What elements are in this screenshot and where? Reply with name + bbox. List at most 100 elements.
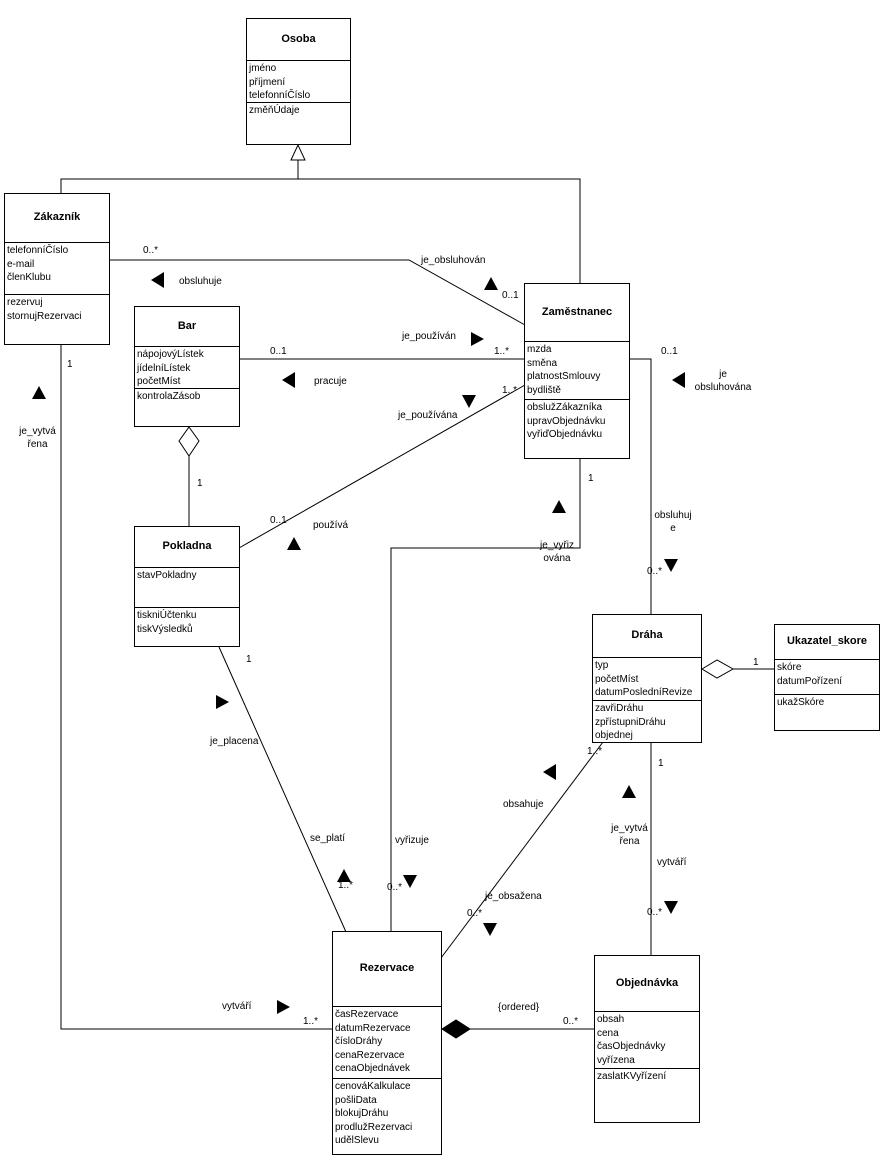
association-label-line: je_vytvá <box>19 426 56 437</box>
association-zakaznik-rezervace <box>60 345 333 1030</box>
class-name: Bar <box>177 319 197 332</box>
association-label: je_vytvá řena <box>10 425 65 451</box>
association-label: je_placena <box>210 736 259 747</box>
direction-arrow-down-vyrizuje <box>403 875 417 888</box>
operations: cenováKalkulace pošliData blokujDráhu pr… <box>333 1078 441 1150</box>
operation: kontrolaZásob <box>137 391 201 402</box>
association-pokladna-zamestnanec <box>238 384 526 549</box>
class-rezervace: Rezervace časRezervace datumRezervace čí… <box>332 931 442 1155</box>
class-zakaznik: Zákazník telefonníČíslo e-mail členKlubu… <box>4 193 110 345</box>
operations: rezervuj stornujRezervaci <box>5 294 109 325</box>
operation: zavřiDráhu <box>595 703 644 714</box>
direction-arrow-up-je-vytvarena-b <box>622 785 636 798</box>
association-label-line: je_vyřiz <box>540 540 574 551</box>
association-label: je obsluhována <box>688 368 758 394</box>
association-label: je_vytvá řena <box>602 822 657 848</box>
multiplicity: 1..* <box>338 880 354 891</box>
attribute: jídelníLístek <box>137 362 191 374</box>
class-draha: Dráha typ početMíst datumPosledníRevize … <box>592 614 702 743</box>
multiplicity: 0..1 <box>661 346 678 357</box>
class-name: Ukazatel_skore <box>786 635 868 648</box>
class-zamestnanec: Zaměstnanec mzda směna platnostSmlouvy b… <box>524 283 630 459</box>
attribute: nápojovýLístek <box>137 349 204 360</box>
multiplicity: 0..* <box>387 882 403 893</box>
operation: zaslatKVyřízení <box>597 1071 667 1082</box>
operation: ukažSkóre <box>777 697 825 708</box>
direction-arrow-up-se-plati <box>337 869 351 882</box>
direction-arrow-up-je-obsluhovan <box>484 277 498 290</box>
attribute: bydliště <box>527 384 561 396</box>
operation: zpřístupniDráhu <box>595 716 666 728</box>
operation: tiskVýsledků <box>137 623 193 635</box>
attribute: e-mail <box>7 258 35 270</box>
class-name: Dráha <box>631 629 663 642</box>
attribute: vyřízena <box>597 1054 635 1066</box>
association-label: obsluhuj e <box>648 509 698 535</box>
association-label: se_platí <box>310 833 346 844</box>
operations: zaslatKVyřízení <box>595 1068 699 1086</box>
operation: prodlužRezervaci <box>335 1121 413 1133</box>
association-label: je_používána <box>398 410 458 421</box>
generalization-zamestnanec-osoba <box>298 178 581 284</box>
operation: vyřiďObjednávku <box>527 429 603 440</box>
multiplicity: 1 <box>67 359 73 370</box>
attributes: nápojovýLístek jídelníLístek početMíst <box>135 346 239 388</box>
operation: udělSlevu <box>335 1135 379 1146</box>
association-label: je_vyřiz ována <box>532 539 582 565</box>
operations: změňÚdaje <box>247 102 350 120</box>
multiplicity: 1 <box>197 478 203 489</box>
association-label: je_používán <box>402 331 456 342</box>
attribute: skóre <box>777 662 802 673</box>
association-label: obsahuje <box>503 799 544 810</box>
attribute: členKlubu <box>7 272 51 283</box>
association-label: obsluhuje <box>179 276 222 287</box>
association-label: vyřizuje <box>395 835 429 846</box>
direction-arrow-right-vytvari-a <box>277 1000 290 1014</box>
association-label-line: je_vytvá <box>611 823 648 834</box>
generalization-zakaznik-osoba <box>60 160 299 193</box>
class-osoba: Osoba jméno příjmení telefonníČíslo změň… <box>246 18 351 145</box>
direction-arrow-down-je-obsazena <box>483 923 497 936</box>
operation: pošliData <box>335 1094 377 1106</box>
direction-arrow-left-je-obsluhovana <box>672 372 685 388</box>
multiplicity: 1 <box>753 657 759 668</box>
attribute: jméno <box>249 63 277 74</box>
class-name: Pokladna <box>162 540 212 553</box>
multiplicity: 0..* <box>647 566 663 577</box>
direction-arrow-right-je-placena <box>216 695 229 709</box>
association-draha-rezervace <box>440 741 604 959</box>
class-ukazatel-skore: Ukazatel_skore skóre datumPořízení ukažS… <box>774 624 880 731</box>
operation: stornujRezervaci <box>7 310 82 322</box>
attribute: příjmení <box>249 76 286 88</box>
attribute: stavPokladny <box>137 570 197 581</box>
multiplicity: 1 <box>658 758 664 769</box>
attribute: časObjednávky <box>597 1041 666 1052</box>
generalization-arrowhead <box>290 143 306 161</box>
direction-arrow-left-obsahuje <box>543 764 556 780</box>
attributes: obsah cena časObjednávky vyřízena <box>595 1011 699 1068</box>
multiplicity: 1..* <box>502 385 518 396</box>
direction-arrow-up-je-vyrizovana <box>552 500 566 513</box>
class-name: Objednávka <box>615 976 679 989</box>
attribute: početMíst <box>595 673 639 685</box>
multiplicity: 0..1 <box>270 515 287 526</box>
multiplicity: 1..* <box>303 1016 319 1027</box>
attribute: časRezervace <box>335 1009 399 1020</box>
attribute: datumRezervace <box>335 1022 411 1034</box>
multiplicity: 1..* <box>587 746 603 757</box>
multiplicity: 0..* <box>563 1016 579 1027</box>
composition-diamond-rezervace <box>441 1019 471 1039</box>
association-label: je_obsluhován <box>421 255 486 266</box>
multiplicity: 1 <box>588 473 594 484</box>
operations: kontrolaZásob <box>135 388 239 406</box>
multiplicity: 1 <box>246 654 252 665</box>
operations: zavřiDráhu zpřístupniDráhu objednej <box>593 700 701 745</box>
direction-arrow-down-vytvari-b <box>664 901 678 914</box>
operation: tiskniÚčtenku <box>137 610 197 621</box>
direction-arrow-up-pouziva <box>287 537 301 550</box>
class-name: Osoba <box>281 32 316 45</box>
attribute: cenaObjednávek <box>335 1063 411 1074</box>
direction-arrow-down-je-pouzivana <box>462 395 476 408</box>
association-zakaznik-zamestnanec <box>109 259 526 326</box>
attribute: telefonníČíslo <box>7 245 69 256</box>
